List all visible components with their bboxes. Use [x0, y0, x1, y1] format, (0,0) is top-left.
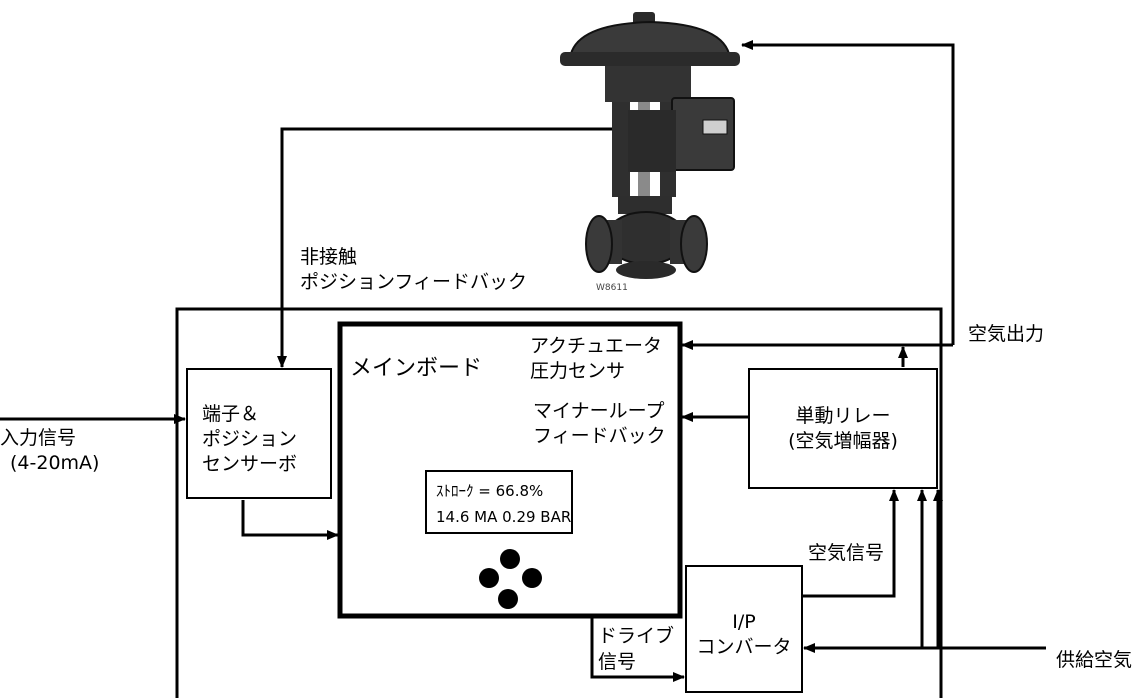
positioner-lcd	[702, 119, 728, 135]
display-box	[425, 470, 573, 534]
air-signal-label: 空気信号	[808, 542, 885, 564]
main-board-title: メインボード	[350, 356, 483, 381]
diaphragm-actuator	[568, 20, 732, 59]
feedback-line-valve-to-terminal	[277, 127, 612, 368]
actuator-sensor-label-1: アクチュエータ	[530, 335, 663, 357]
ip-converter-box	[685, 565, 803, 693]
bonnet	[618, 196, 672, 214]
drive-signal-label-1: ドライブ	[598, 625, 675, 647]
supply-air-label: 供給空気	[1056, 649, 1133, 671]
terminal-block-label-2: ポジション	[202, 428, 298, 450]
relay-box	[748, 368, 938, 489]
air-signal-line	[802, 489, 899, 598]
supply-to-relay-2	[933, 489, 1046, 650]
terminal-block-label-1: 端子＆	[202, 403, 260, 425]
navigation-buttons	[479, 549, 542, 609]
positioner-body	[628, 110, 676, 172]
air-output-label: 空気出力	[968, 323, 1045, 345]
drive-signal-line	[590, 617, 685, 682]
diaphragm-flange	[560, 52, 740, 66]
terminal-to-main-board	[241, 500, 339, 540]
input-signal-label-2: (4-20mA)	[10, 452, 100, 474]
right-flange	[680, 215, 708, 273]
positioner-outer-frame	[175, 307, 943, 698]
relay-label-1: 単動リレー	[795, 405, 891, 427]
terminal-block-label-3: センサーボ	[202, 453, 298, 475]
input-signal-label-1: 入力信号	[0, 427, 77, 449]
relay-label-2: (空気増幅器)	[788, 430, 898, 452]
nav-button-up	[500, 549, 520, 569]
actuator-sensor-label-2: 圧力センサ	[530, 360, 626, 382]
actuator-yoke	[605, 66, 691, 102]
air-output-line	[741, 40, 955, 345]
ip-converter-label-2: コンバータ	[696, 636, 792, 658]
left-flange	[585, 215, 613, 273]
display-signal-readout: 14.6 MA 0.29 BAR	[436, 508, 572, 526]
noncontact-feedback-label-2: ポジションフィードバック	[300, 271, 528, 293]
nav-button-down	[498, 589, 518, 609]
valve-figure-code: W8611	[596, 283, 628, 293]
display-stroke-readout: ｽﾄﾛｰｸ = 66.8%	[436, 482, 544, 500]
nav-button-left	[479, 568, 499, 588]
minor-loop-label-2: フィードバック	[533, 425, 666, 447]
nav-button-right	[522, 568, 542, 588]
noncontact-feedback-label-1: 非接触	[300, 246, 358, 268]
valve-base	[616, 261, 676, 279]
yoke-left-leg	[612, 102, 630, 197]
drive-signal-label-2: 信号	[598, 651, 637, 673]
terminal-block-box	[186, 368, 332, 499]
ip-converter-label-1: I/P	[732, 611, 756, 633]
minor-loop-label-1: マイナーループ	[533, 400, 665, 422]
control-valve-illustration	[560, 12, 740, 279]
main-board-box	[337, 321, 683, 619]
